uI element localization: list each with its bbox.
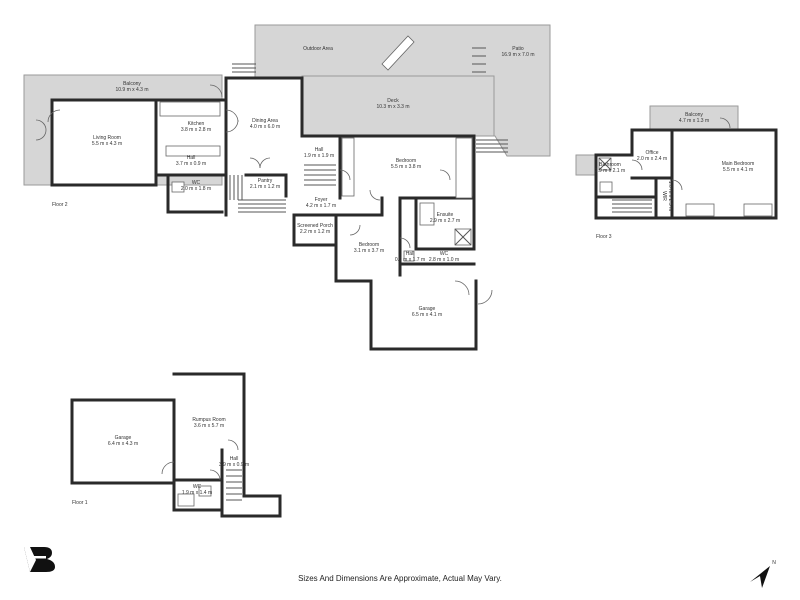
room-dims: 4.0 m x 6.0 m — [250, 124, 280, 130]
room-dims: 3.6 m x 5.7 m — [194, 423, 224, 429]
room-name: Garage — [419, 306, 436, 312]
room-name: Dining Area — [252, 118, 278, 124]
room-name: WC — [193, 484, 202, 490]
room-dims: 2.9 m x 2.1 m — [595, 168, 625, 174]
room-name: Bedroom — [396, 158, 416, 164]
room-name: Office — [646, 150, 659, 156]
brand-logo-icon — [24, 547, 55, 572]
room-dims: 3.9 m x 0.9 m — [219, 462, 249, 468]
room-dims: 2.9 m x 2.7 m — [430, 218, 460, 224]
floor-1-plan — [70, 372, 282, 518]
room-dims: 2.0 m x 2.4 m — [637, 156, 667, 162]
room-name: WIR — [661, 191, 667, 201]
room-name: Rumpus Room — [192, 417, 225, 423]
room-name: Outdoor Area — [303, 46, 333, 52]
room-dims: 4.2 m x 1.7 m — [306, 203, 336, 209]
room-dims: 3.7 m x 0.9 m — [176, 161, 206, 167]
balcony-floor-3 — [649, 105, 739, 131]
room-name: WC — [440, 251, 449, 257]
room-name: WC — [192, 180, 201, 186]
floor-2-plan — [23, 24, 551, 351]
room-name: Hall — [230, 456, 239, 462]
floor-1-label: Floor 1 — [72, 500, 88, 506]
room-dims: 10.9 m x 4.3 m — [115, 87, 148, 93]
room-dims: 1.0 m x 2.5 m — [667, 181, 673, 211]
room-dims: 2.0 m x 1.8 m — [181, 186, 211, 192]
floor-3-plan — [575, 105, 778, 220]
room-name: Hall — [315, 147, 324, 153]
room-dims: 5.5 m x 3.8 m — [391, 164, 421, 170]
room-name: Pantry — [258, 178, 273, 184]
room-name: Living Room — [93, 135, 121, 141]
room-dims: 1.9 m x 1.9 m — [304, 153, 334, 159]
room-name: Patio — [512, 46, 524, 52]
room-dims: 1.9 m x 1.4 m — [182, 490, 212, 496]
room-name: Deck — [387, 98, 399, 104]
room-dims: 3.1 m x 3.7 m — [354, 248, 384, 254]
room-dims: 6.4 m x 4.3 m — [108, 441, 138, 447]
floor-2-label: Floor 2 — [52, 202, 68, 208]
room-dims: 5.5 m x 4.1 m — [723, 167, 753, 173]
room-dims: 2.1 m x 1.2 m — [250, 184, 280, 190]
room-name: Bedroom — [359, 242, 379, 248]
room-name: Hall — [406, 251, 415, 257]
room-dims: 4.7 m x 1.3 m — [679, 118, 709, 124]
room-name: Balcony — [685, 112, 703, 118]
room-name: Hall — [187, 155, 196, 161]
room-dims: 16.9 m x 7.0 m — [501, 52, 534, 58]
room-dims: 3.8 m x 2.8 m — [181, 127, 211, 133]
room-name: Main Bedroom — [722, 161, 755, 167]
room-name: Foyer — [315, 197, 328, 203]
room-name: Ensuite — [437, 212, 454, 218]
room-dims: 2.2 m x 1.2 m — [300, 229, 330, 235]
room-dims: 5.5 m x 4.3 m — [92, 141, 122, 147]
room-name: Balcony — [123, 81, 141, 87]
room-name: Screened Porch — [297, 223, 333, 229]
north-arrow-icon: N — [750, 560, 776, 588]
room-name: Garage — [115, 435, 132, 441]
north-letter: N — [772, 560, 776, 566]
room-dims: 10.3 m x 3.3 m — [376, 104, 409, 110]
room-dims: 6.5 m x 4.1 m — [412, 312, 442, 318]
room-name: Kitchen — [188, 121, 205, 127]
disclaimer-text: Sizes And Dimensions Are Approximate, Ac… — [298, 574, 502, 583]
room-dims: 0.9 m x 1.7 m — [395, 257, 425, 263]
floor-3-label: Floor 3 — [596, 234, 612, 240]
room-dims: 2.8 m x 1.0 m — [429, 257, 459, 263]
room-name: Bathroom — [599, 162, 621, 168]
